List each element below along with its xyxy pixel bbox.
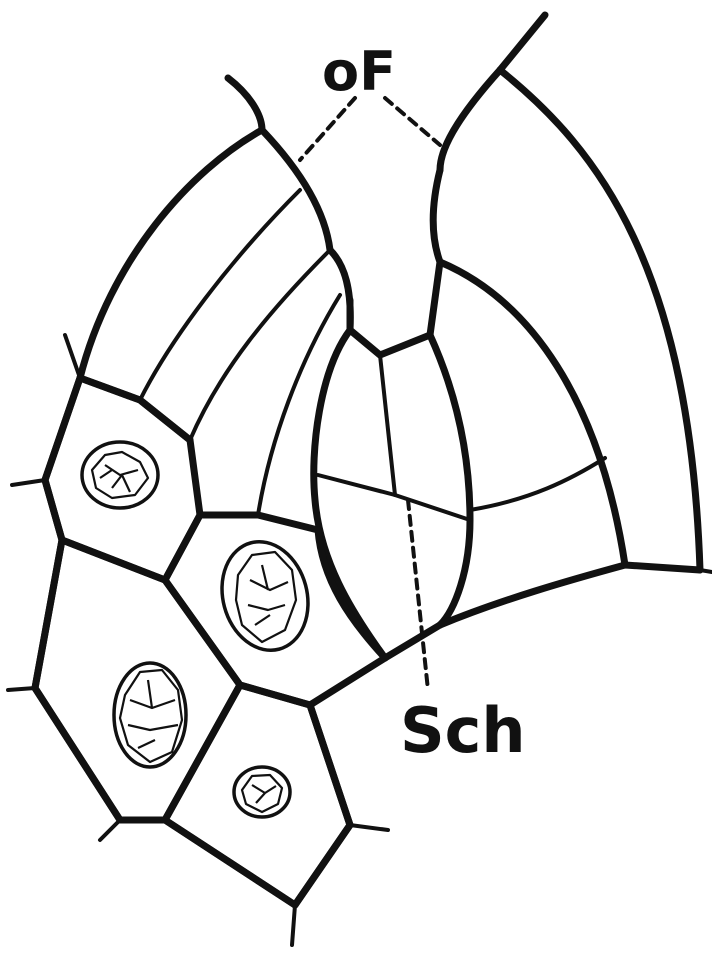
- label-Sch: Sch: [400, 694, 526, 767]
- right-bottom: [440, 565, 700, 625]
- Sch-leader: [408, 500, 428, 690]
- central-top-wall: [350, 330, 430, 355]
- oF-leader-right: [385, 98, 440, 145]
- nucleus-4: [234, 767, 290, 817]
- stub-bottom-2: [292, 905, 295, 945]
- wall-a: [262, 130, 330, 250]
- wall-e: [258, 295, 340, 515]
- left-outer-arc: [80, 130, 262, 378]
- top-left-cap: [228, 78, 262, 130]
- nucleus-3: [114, 663, 186, 767]
- stub-right-1: [350, 825, 388, 830]
- top-right-spike: [500, 15, 545, 70]
- nucleus-2: [210, 532, 320, 660]
- right-inner-arc: [440, 70, 500, 170]
- oF-leader-left: [300, 98, 355, 160]
- stub-left-1: [65, 335, 80, 378]
- stub-left-3: [8, 688, 35, 690]
- wall-d: [190, 250, 330, 440]
- right-horizontal: [470, 458, 605, 510]
- right-cells: [440, 70, 700, 625]
- central-bottom: [385, 625, 440, 658]
- channel-right: [430, 170, 440, 335]
- central-mid-wall: [380, 355, 395, 495]
- wall-c: [140, 190, 300, 400]
- stub-left-2: [12, 480, 45, 485]
- nucleus-1: [82, 442, 158, 508]
- central-cells: [314, 170, 470, 658]
- stub-bottom-1: [100, 820, 120, 840]
- label-oF: oF: [322, 40, 396, 103]
- central-right-wall: [430, 335, 470, 625]
